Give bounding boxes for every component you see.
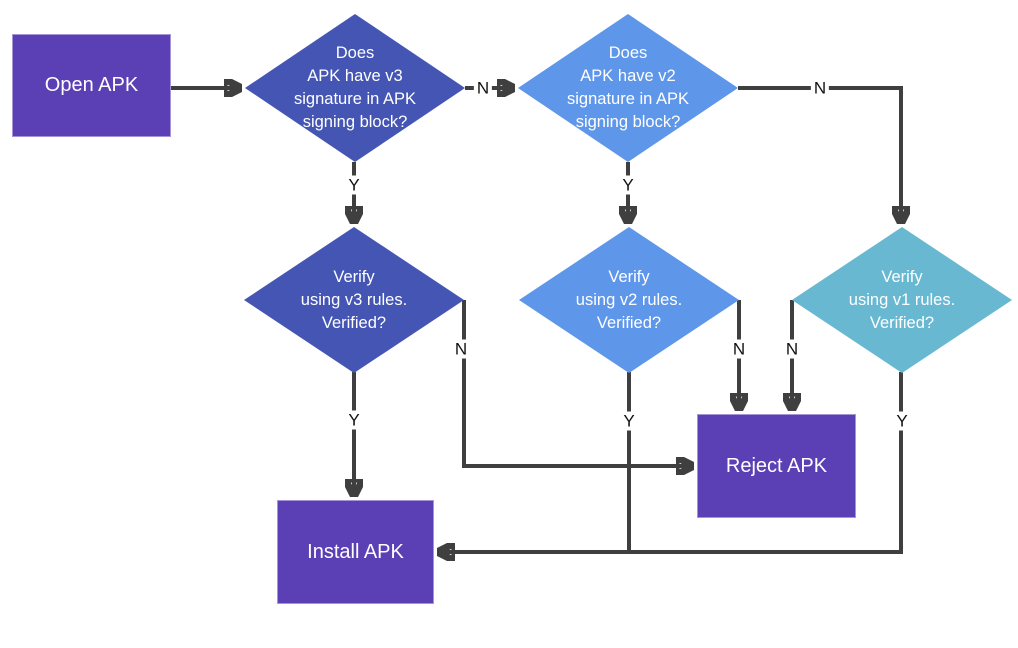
edge-label-verify-v3-no: N bbox=[451, 339, 471, 359]
edge-verify-v1-yes-to-install bbox=[437, 372, 903, 552]
edge-label-v3check-yes: Y bbox=[345, 175, 363, 195]
edge-label-verify-v3-yes: Y bbox=[345, 410, 363, 430]
edge-label-verify-v2-no: N bbox=[729, 339, 749, 359]
edge-label-v3check-no: N bbox=[473, 78, 493, 98]
edge-label-v2check-yes: Y bbox=[619, 175, 637, 195]
node-install-apk: Install APK bbox=[277, 500, 434, 604]
node-reject-apk: Reject APK bbox=[697, 414, 856, 518]
edge-label-v2check-no: N bbox=[810, 78, 830, 98]
edge-label-verify-v1-yes: Y bbox=[893, 411, 911, 431]
edge-label-verify-v1-no: N bbox=[782, 339, 802, 359]
edge-v2check-no-to-verify-v1 bbox=[738, 86, 901, 224]
edge-label-verify-v2-yes: Y bbox=[620, 411, 638, 431]
node-open-apk: Open APK bbox=[12, 34, 171, 137]
